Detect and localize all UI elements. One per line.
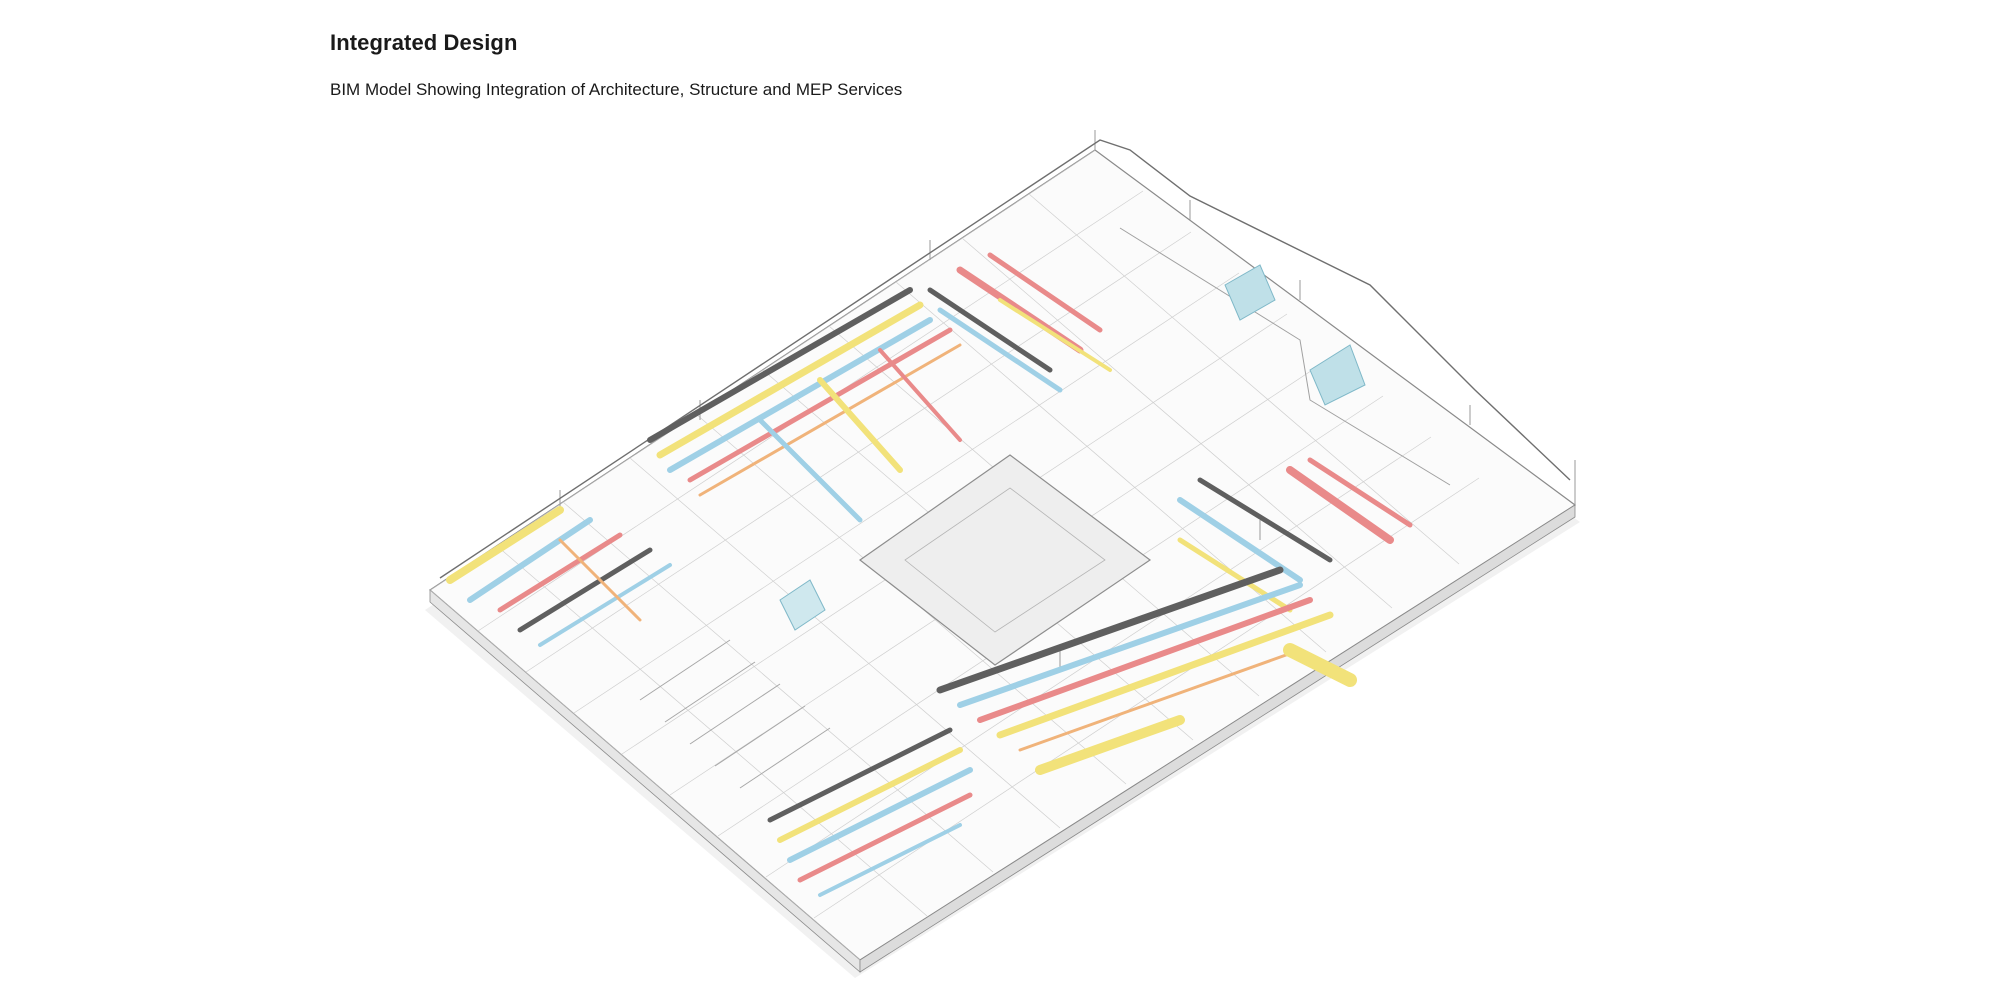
inner-wall bbox=[1119, 227, 1451, 486]
mep-cluster-west bbox=[446, 506, 672, 647]
mep-cluster-north bbox=[647, 287, 962, 523]
atrium-void bbox=[858, 454, 1152, 666]
structural-grid bbox=[430, 150, 1480, 960]
page-title: Integrated Design bbox=[330, 30, 518, 55]
columns bbox=[559, 130, 1576, 670]
mep-cluster-top-right bbox=[927, 252, 1112, 393]
mep-cluster-south bbox=[936, 566, 1357, 775]
parking-bays bbox=[639, 639, 831, 789]
page-subtitle: BIM Model Showing Integration of Archite… bbox=[330, 80, 903, 99]
mep-cluster-south-west bbox=[767, 727, 973, 897]
perimeter-wall bbox=[439, 139, 1571, 579]
slab-edge-right bbox=[859, 504, 1576, 973]
atrium-inner bbox=[904, 487, 1106, 633]
plant-elements bbox=[779, 264, 1366, 631]
